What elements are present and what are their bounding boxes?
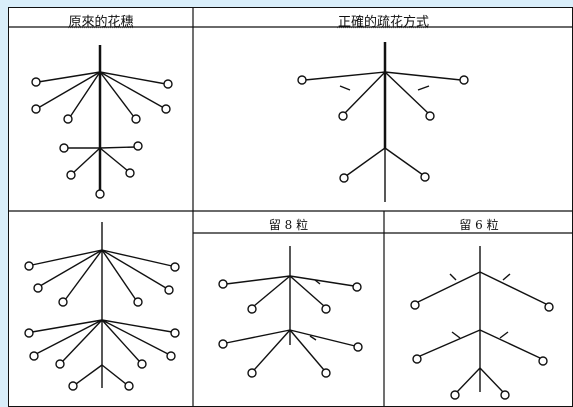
keep-6-spike — [410, 246, 554, 400]
correct-thinning-spike — [297, 42, 469, 202]
label-keep-6: 留 6 粒 — [459, 218, 499, 232]
header-original-spike: 原來的花穗 — [68, 15, 134, 30]
original-spike — [31, 45, 173, 199]
keep-8-spike — [218, 246, 363, 378]
label-keep-8: 留 8 粒 — [268, 218, 309, 232]
original-spike-bottom — [24, 222, 180, 391]
header-correct-thinning: 正確的疏花方式 — [337, 15, 429, 30]
grid-lines — [8, 7, 573, 407]
